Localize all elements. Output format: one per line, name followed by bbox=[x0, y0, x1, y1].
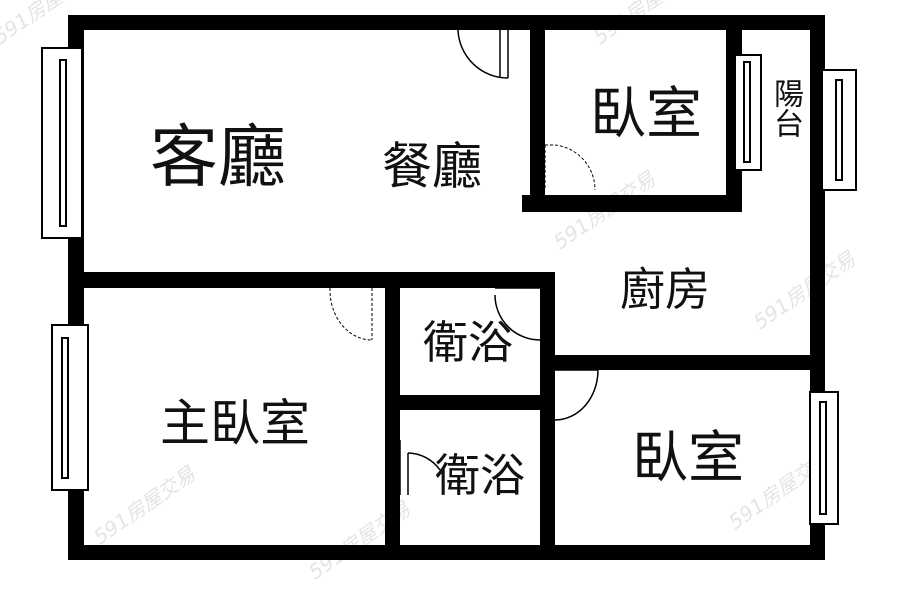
room-label-kitchen: 廚房 bbox=[620, 263, 710, 316]
window bbox=[51, 324, 89, 491]
walls bbox=[68, 15, 825, 560]
door bbox=[544, 144, 596, 191]
door bbox=[399, 440, 441, 495]
room-labels: 客廳 餐廳 臥室 廚房 衛浴 主臥室 衛浴 臥室 bbox=[150, 82, 744, 502]
room-label-bathroom-1: 衛浴 bbox=[423, 316, 513, 369]
room-label-bedroom-top: 臥室 bbox=[590, 82, 702, 147]
room-label-dining-room: 餐廳 bbox=[382, 138, 482, 196]
room-label-balcony: 陽台 bbox=[768, 78, 803, 138]
room-label-bedroom-bottom: 臥室 bbox=[632, 426, 744, 491]
room-label-master-bedroom: 主臥室 bbox=[160, 395, 310, 453]
door bbox=[329, 287, 373, 341]
room-label-bathroom-2: 衛浴 bbox=[435, 449, 525, 502]
windows bbox=[41, 47, 857, 525]
watermark: 591房屋交易 bbox=[89, 461, 200, 549]
door bbox=[554, 369, 599, 421]
doors bbox=[329, 29, 599, 495]
door bbox=[457, 29, 509, 79]
room-label-living-room: 客廳 bbox=[150, 119, 286, 198]
watermark: 591房屋交易 bbox=[749, 246, 860, 334]
door bbox=[494, 287, 541, 341]
